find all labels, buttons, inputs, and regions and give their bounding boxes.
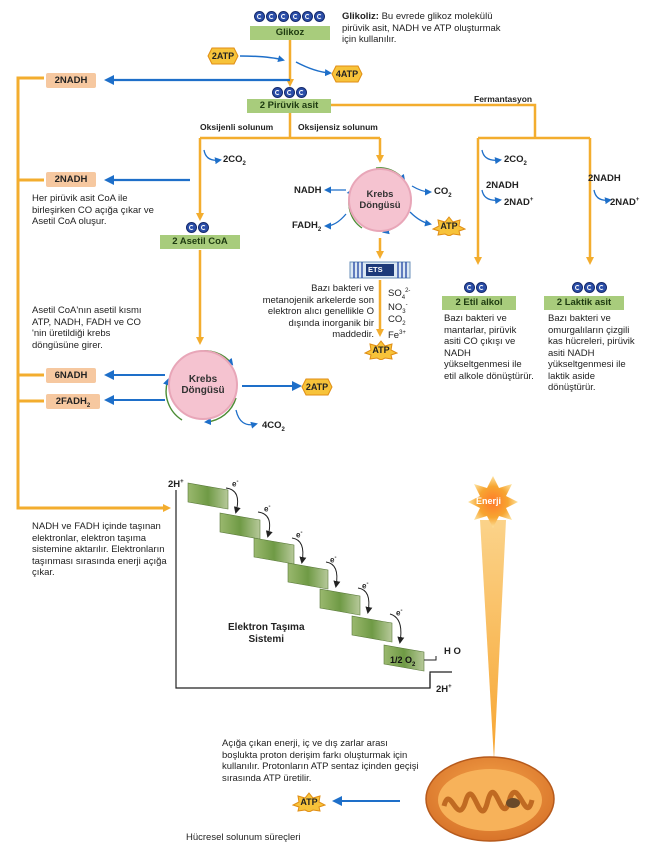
energy-burst: [468, 476, 518, 528]
glucose-label: Glikoz: [250, 26, 330, 40]
lactate-carbons: [572, 282, 607, 293]
acceptor-no3: NO3-: [388, 302, 408, 316]
glucose-carbons: [254, 11, 325, 22]
carbon-icon: [476, 282, 487, 293]
oxygen-label: 1/2 O2: [390, 655, 416, 668]
water-label: H O: [444, 646, 461, 657]
carbon-icon: [572, 282, 583, 293]
ferm-b-nad: 2NAD+: [610, 197, 640, 209]
nadh-top-box: 2NADH: [46, 73, 96, 88]
acetyl-note: Her pirüvik asit CoA ile birleşirken CO …: [32, 193, 154, 227]
carbon-icon: [596, 282, 607, 293]
carbon-icon: [296, 87, 307, 98]
ferm-b-nadh: 2NADH: [588, 173, 621, 184]
acetyl-coa-label: 2 Asetil CoA: [160, 235, 240, 249]
mito-note: Açığa çıkan enerji, iç ve dış zarlar ara…: [222, 738, 419, 784]
krebs-co2: 4CO2: [262, 420, 285, 433]
electron-1: e-: [232, 479, 239, 489]
figure-caption: Hücresel solunum süreçleri: [186, 832, 301, 843]
carbon-icon: [290, 11, 301, 22]
carbon-icon: [278, 11, 289, 22]
aerobic-label: Oksijenli solunum: [200, 122, 274, 132]
anaer-co2: CO2: [434, 186, 452, 199]
nadh6-box: 6NADH: [46, 368, 96, 383]
etc-plates: [187, 482, 425, 672]
lactic-acid-label: 2 Laktik asit: [544, 296, 624, 310]
ets-membrane: [349, 261, 411, 279]
carbon-icon: [464, 282, 475, 293]
fermentation-label: Fermantasyon: [474, 94, 533, 104]
carbon-icon: [314, 11, 325, 22]
ethanol-label: 2 Etil alkol: [442, 296, 516, 310]
electron-5: e-: [362, 581, 369, 591]
carbon-icon: [272, 87, 283, 98]
acceptor-so4: SO42-: [388, 288, 411, 302]
ferm-a-co2: 2CO2: [504, 154, 527, 167]
carbon-icon: [254, 11, 265, 22]
carbon-icon: [284, 87, 295, 98]
etc-h-top: 2H+: [168, 479, 184, 491]
carbon-icon: [584, 282, 595, 293]
electron-4: e-: [330, 555, 337, 565]
pyruvate-label: 2 Pirüvik asit: [247, 99, 331, 113]
ferm-a-note: Bazı bakteri ve mantarlar, pirüvik asiti…: [444, 313, 534, 382]
etc-note: NADH ve FADH içinde taşınan elektronlar,…: [32, 521, 167, 578]
acceptor-co2: CO2: [388, 314, 406, 327]
carbon-icon: [302, 11, 313, 22]
electron-3: e-: [296, 530, 303, 540]
carbon-icon: [186, 222, 197, 233]
pyruvate-carbons: [272, 87, 307, 98]
aerobic-co2: 2CO2: [223, 154, 246, 167]
ets-note: Bazı bakteri ve metanojenik arkelerde so…: [262, 283, 374, 340]
ferm-a-nad: 2NAD+: [504, 197, 534, 209]
acceptor-fe3: Fe3+: [388, 330, 406, 342]
anaer-atp-badge: ATP: [432, 216, 466, 236]
fadh2-box: 2FADH2: [46, 394, 100, 409]
electron-6: e-: [396, 608, 403, 618]
carbon-icon: [198, 222, 209, 233]
glycolysis-note: Glikoliz: Bu evrede glikoz molekülü pirü…: [342, 11, 501, 45]
mito-atp-badge: ATP: [292, 792, 326, 812]
krebs-atp-badge: 2ATP: [300, 377, 334, 397]
electron-2: e-: [264, 504, 271, 514]
anaerobic-label: Oksijensiz solunum: [298, 122, 378, 132]
nadh-acetyl-box: 2NADH: [46, 172, 96, 187]
mitochondrion: [425, 756, 555, 842]
ets-chip-label: ETS: [368, 265, 383, 274]
carbon-icon: [266, 11, 277, 22]
atp-output-badge: 4ATP: [330, 64, 364, 84]
energy-label: Enerji: [476, 496, 502, 506]
ferm-a-nadh: 2NADH: [486, 180, 519, 191]
etc-h-bottom: 2H+: [436, 684, 452, 696]
anaer-nadh: NADH: [294, 185, 322, 196]
ets-atp-badge: ATP: [364, 340, 398, 360]
atp-input-badge: 2ATP: [206, 46, 240, 66]
ferm-b-note: Bazı bakteri ve omurgalıların çizgili ka…: [548, 313, 635, 393]
ethanol-carbons: [464, 282, 487, 293]
krebs-note: Asetil CoA'nın asetil kısmı ATP, NADH, F…: [32, 305, 142, 351]
anaer-fadh: FADH2: [292, 220, 322, 233]
acetyl-carbons: [186, 222, 209, 233]
